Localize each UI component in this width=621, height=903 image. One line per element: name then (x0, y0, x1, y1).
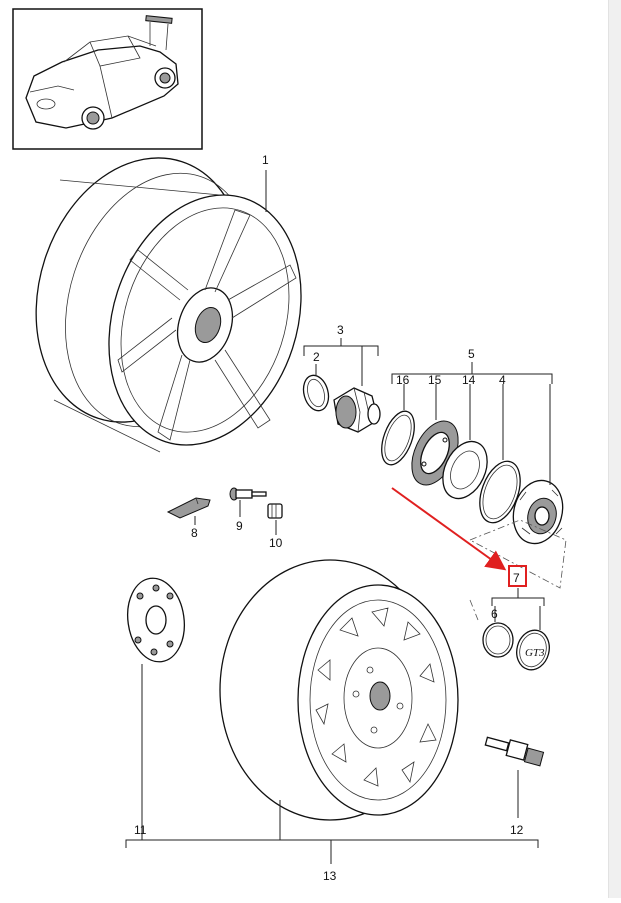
callout-5: 5 (468, 347, 475, 361)
callout-3: 3 (337, 323, 344, 337)
part-7-highlight-box (508, 565, 527, 587)
emblem-text: GT3 (525, 647, 545, 659)
callout-13: 13 (323, 869, 337, 883)
vehicle-thumbnail (12, 8, 203, 150)
gt3-emblem-cap: GT3 (516, 629, 550, 671)
callout-labels: 1 2 3 4 5 6 7 8 9 10 11 12 13 14 15 16 (134, 153, 524, 883)
callout-6: 6 (491, 607, 498, 621)
hub-adapter-part-3 (333, 387, 381, 433)
callout-12: 12 (510, 823, 524, 837)
callout-7: 7 (513, 571, 520, 585)
callout-11: 11 (134, 823, 147, 837)
washer-part-14 (442, 440, 488, 500)
o-ring-part-6 (482, 622, 514, 658)
callout-2: 2 (313, 350, 320, 364)
leader-lines (125, 170, 553, 864)
valve-cap-part-10 (267, 503, 283, 519)
valve-part-9 (229, 487, 267, 501)
o-ring-part-2 (302, 374, 330, 412)
spare-wheel (219, 559, 459, 821)
wheel-rim (35, 157, 302, 453)
weight-part-8 (166, 497, 211, 519)
callout-4: 4 (499, 373, 506, 387)
o-ring-part-4 (479, 460, 521, 524)
callout-9: 9 (236, 519, 243, 533)
bolt-part-12 (484, 736, 545, 767)
callout-14: 14 (462, 373, 476, 387)
vertical-scrollbar[interactable] (608, 0, 621, 898)
callout-1: 1 (262, 153, 269, 167)
callout-10: 10 (269, 536, 283, 550)
callout-15: 15 (428, 373, 442, 387)
highlight-annotation (391, 487, 527, 587)
callout-8: 8 (191, 526, 198, 540)
red-arrow (391, 487, 507, 571)
central-lock-nut (512, 479, 564, 545)
callout-16: 16 (396, 373, 410, 387)
spacer-part-11 (127, 577, 185, 663)
dashed-leader-7 (469, 519, 567, 589)
circlip-part-16 (381, 410, 415, 466)
